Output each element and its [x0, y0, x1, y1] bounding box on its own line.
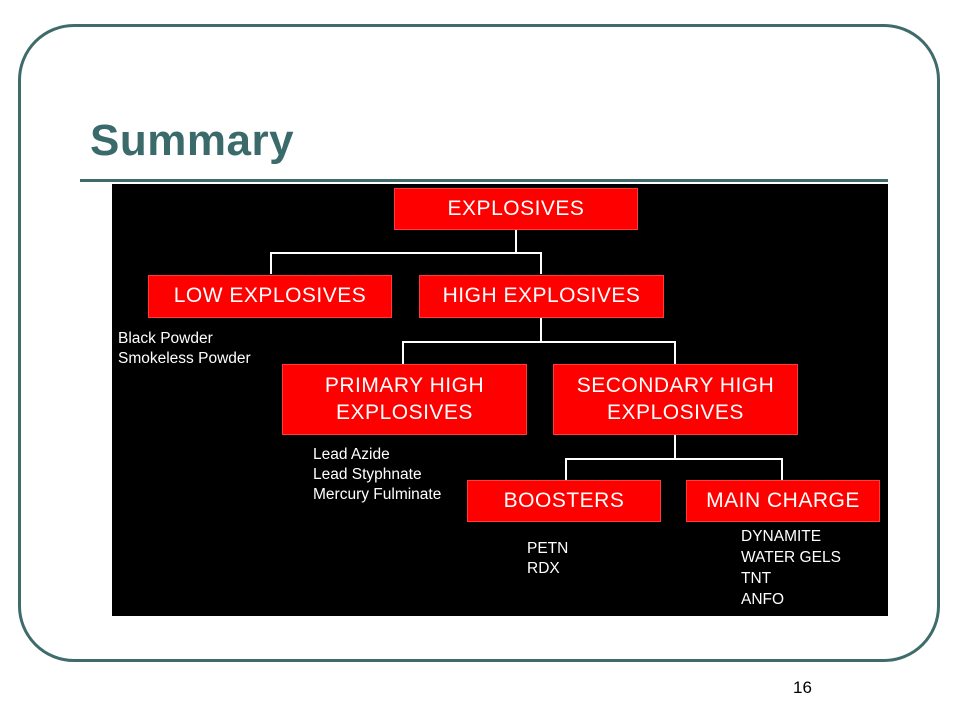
connector-boosters-drop: [565, 458, 567, 480]
connector-secondary-drop: [674, 341, 676, 364]
boosters-examples: PETN RDX: [527, 539, 568, 579]
connector-secondary-stem: [674, 435, 676, 459]
connector-root-stem: [515, 230, 517, 253]
list-item: RDX: [527, 560, 560, 577]
node-explosives: EXPLOSIVES: [394, 188, 638, 230]
node-secondary-high-explosives: SECONDARY HIGH EXPLOSIVES: [553, 364, 798, 435]
low-explosives-examples: Black Powder Smokeless Powder: [118, 329, 251, 369]
connector-main-charge-drop: [781, 458, 783, 480]
node-secondary-label-line2: EXPLOSIVES: [607, 400, 744, 424]
list-item: ANFO: [741, 591, 785, 608]
node-explosives-label: EXPLOSIVES: [447, 196, 585, 220]
list-item: Lead Azide: [313, 446, 390, 463]
node-main-charge: MAIN CHARGE: [686, 480, 880, 522]
list-item: DYNAMITE: [741, 528, 822, 545]
connector-secondary-bar: [565, 458, 783, 460]
node-boosters: BOOSTERS: [467, 480, 661, 522]
primary-explosives-examples: Lead Azide Lead Styphnate Mercury Fulmin…: [313, 445, 441, 505]
node-high-explosives: HIGH EXPLOSIVES: [419, 275, 664, 318]
node-primary-high-explosives: PRIMARY HIGH EXPLOSIVES: [282, 364, 527, 435]
node-secondary-label-line1: SECONDARY HIGH: [576, 374, 775, 398]
node-primary-label-line2: EXPLOSIVES: [336, 400, 473, 424]
list-item: PETN: [527, 540, 569, 557]
list-item: Lead Styphnate: [313, 466, 422, 483]
list-item: Black Powder: [118, 330, 213, 347]
connector-high-bar: [402, 341, 676, 343]
slide-frame: [18, 24, 940, 662]
list-item: Smokeless Powder: [118, 350, 251, 367]
node-primary-label-line1: PRIMARY HIGH: [324, 374, 485, 398]
node-boosters-label: BOOSTERS: [503, 488, 625, 512]
node-high-explosives-label: HIGH EXPLOSIVES: [442, 284, 641, 308]
connector-high-stem: [540, 318, 542, 342]
list-item: Mercury Fulminate: [313, 486, 442, 503]
page-number: 16: [793, 678, 812, 697]
node-main-charge-label: MAIN CHARGE: [706, 488, 860, 512]
explosives-hierarchy-diagram: EXPLOSIVES LOW EXPLOSIVES HIGH EXPLOSIVE…: [112, 184, 888, 616]
connector-root-bar: [270, 252, 542, 254]
main-charge-examples: DYNAMITE WATER GELS TNT ANFO: [741, 526, 841, 610]
node-low-explosives-label: LOW EXPLOSIVES: [173, 284, 367, 308]
title-divider: [80, 179, 888, 182]
connector-low-drop: [270, 252, 272, 274]
list-item: TNT: [741, 570, 772, 587]
connector-primary-drop: [402, 341, 404, 364]
slide-title: Summary: [90, 116, 295, 165]
list-item: WATER GELS: [741, 549, 841, 566]
connector-high-drop: [540, 252, 542, 274]
node-low-explosives: LOW EXPLOSIVES: [148, 275, 392, 318]
